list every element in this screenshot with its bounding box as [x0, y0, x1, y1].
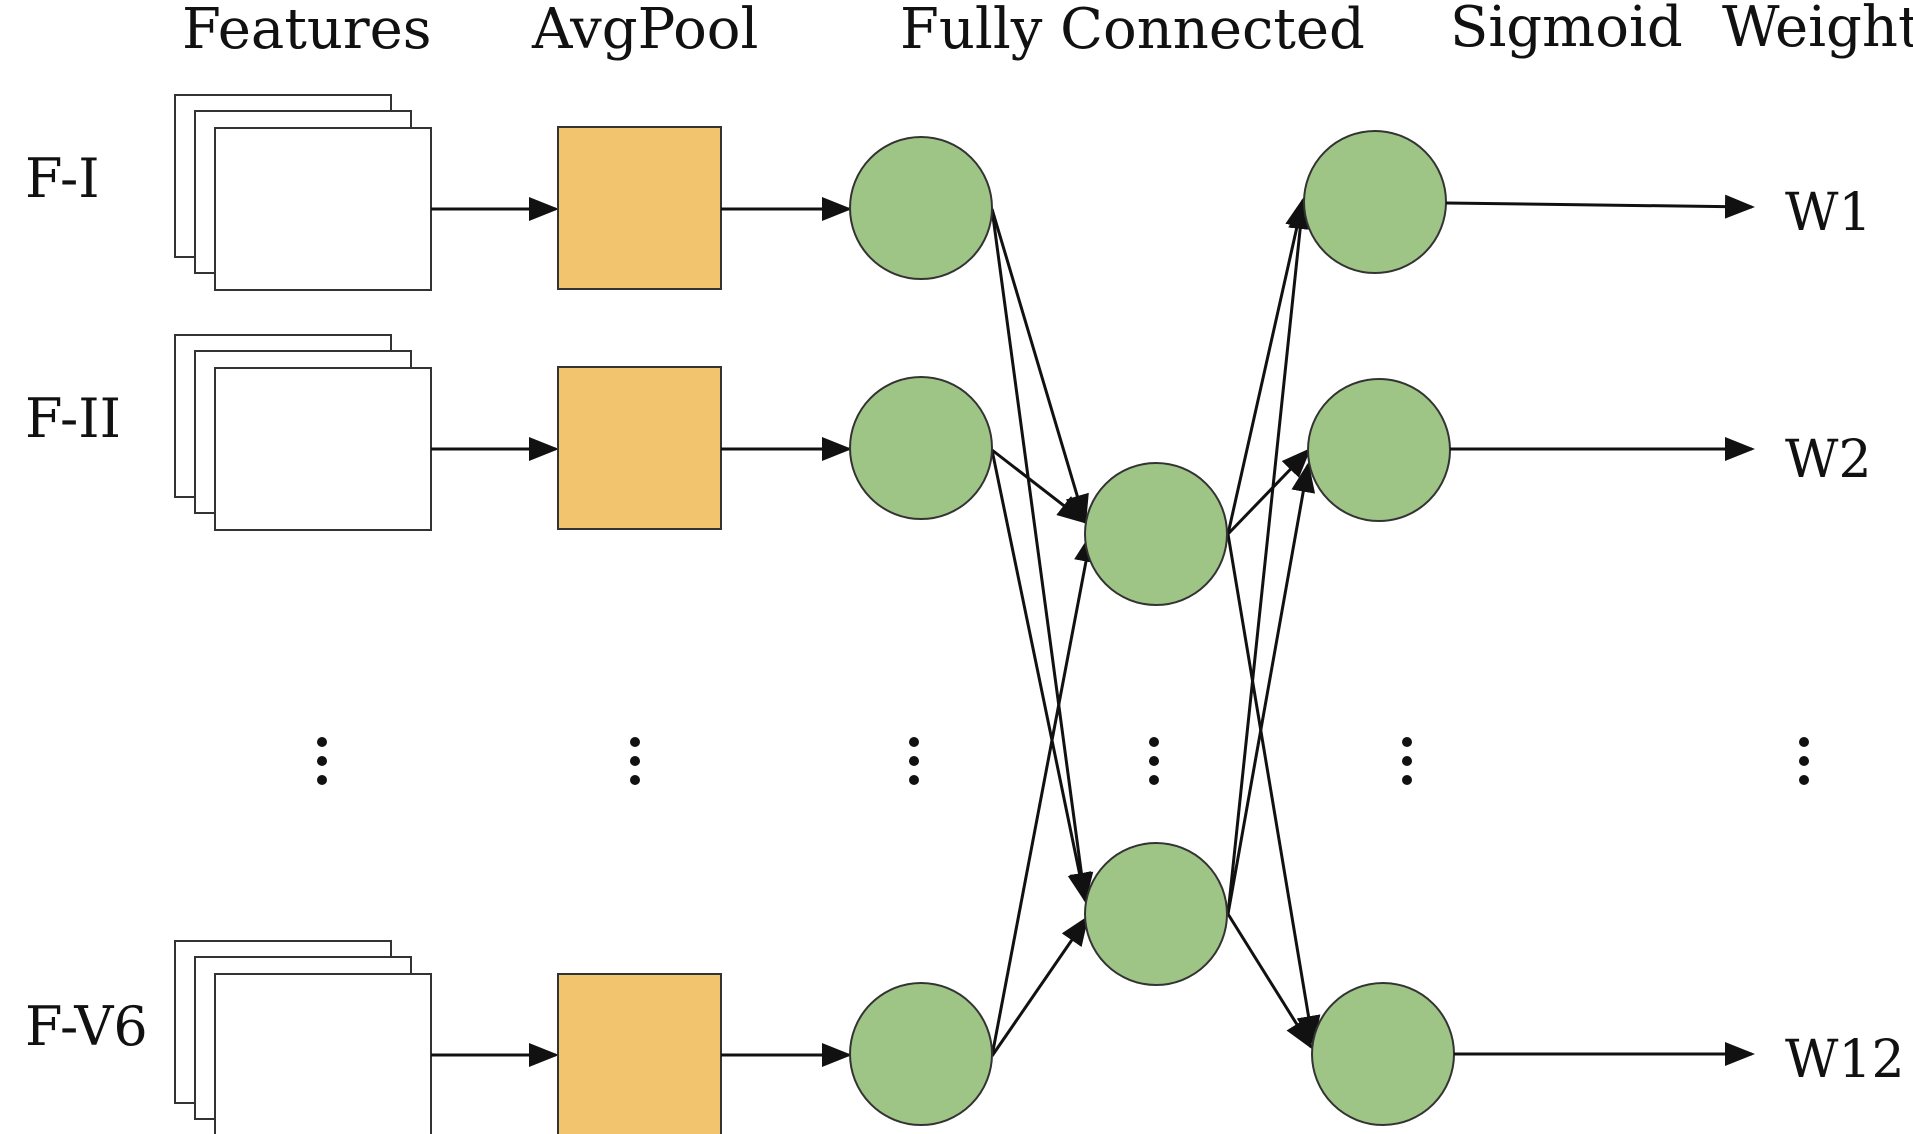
edge-hid2-to-sig1 [1226, 199, 1313, 915]
ellipsis-fc2 [1149, 737, 1159, 785]
output-label-w1: W1 [1785, 183, 1872, 243]
edge-fc1b-to-hid1 [991, 448, 1088, 524]
feature-stack-f-i [174, 94, 432, 291]
ellipsis-features [317, 737, 327, 785]
row-label-f-ii: F-II [25, 387, 121, 450]
fc1-node-1 [849, 136, 993, 280]
edge-fc1c-to-hid1 [990, 532, 1098, 1057]
edge-hid1-to-sig3 [1226, 533, 1321, 1046]
edge-hid1-to-sig1 [1226, 197, 1309, 535]
edge-fc1b-to-hid2 [990, 449, 1092, 903]
avgpool-box-1 [557, 126, 722, 290]
row-label-f-i: F-I [25, 147, 100, 210]
ellipsis-avgpool [630, 737, 640, 785]
output-label-w2: W2 [1785, 430, 1872, 490]
row-label-f-v6: F-V6 [25, 995, 148, 1058]
feature-stack-f-v6 [174, 940, 432, 1134]
header-weight: Weight [1722, 0, 1913, 60]
edge-fc1a-to-hid1 [990, 208, 1089, 525]
ellipsis-sigmoid [1402, 737, 1412, 785]
header-features: Features [182, 0, 432, 62]
sigmoid-node-1 [1303, 130, 1447, 274]
edge-hid2-to-sig3 [1226, 913, 1313, 1050]
avgpool-box-3 [557, 973, 722, 1134]
edge-fc1a-to-hid2 [990, 208, 1094, 903]
header-avgpool: AvgPool [531, 0, 758, 62]
header-fully-connected: Fully Connected [900, 0, 1365, 62]
fc1-node-3 [849, 982, 993, 1126]
ellipsis-fc1 [909, 737, 919, 785]
fc2-node-1 [1084, 462, 1228, 606]
sigmoid-node-3 [1311, 982, 1455, 1126]
fc2-node-2 [1084, 842, 1228, 986]
edge-fc1c-to-hid2 [990, 915, 1089, 1057]
arrow-sig-to-w1 [1445, 194, 1755, 219]
header-sigmoid: Sigmoid [1450, 0, 1683, 60]
edge-hid2-to-sig2 [1226, 462, 1316, 915]
feature-stack-f-ii [174, 334, 432, 531]
sigmoid-node-2 [1307, 378, 1451, 522]
ellipsis-weight [1799, 737, 1809, 785]
fc1-node-2 [849, 376, 993, 520]
avgpool-box-2 [557, 366, 722, 530]
output-label-w12: W12 [1785, 1030, 1905, 1090]
